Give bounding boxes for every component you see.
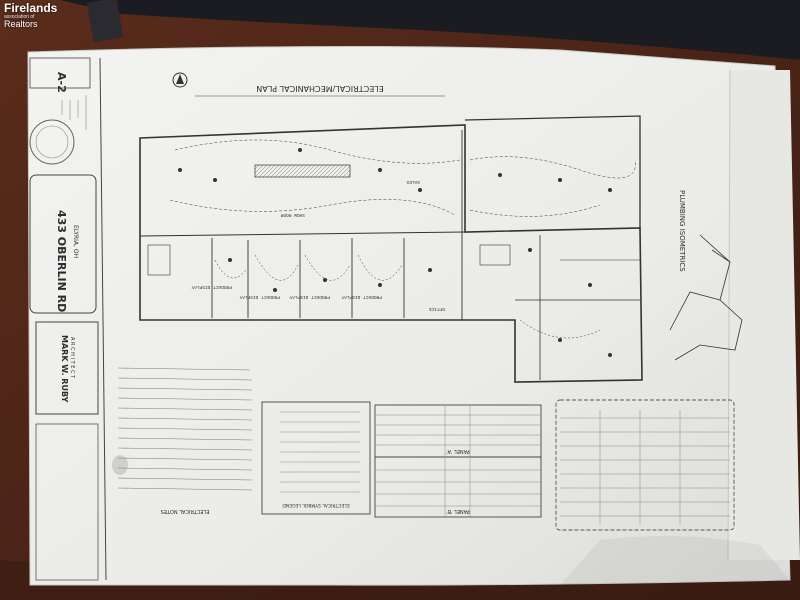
sheet-number: A-2 bbox=[55, 72, 68, 93]
panel-b-label: PANEL 'B' bbox=[446, 508, 470, 514]
room-label: SALES bbox=[406, 179, 420, 185]
north-arrow-icon bbox=[172, 72, 188, 88]
fixture-marks bbox=[178, 148, 612, 357]
legend-title: ELECTRICAL SYMBOL LEGEND bbox=[282, 502, 350, 508]
room-label: PRODUCT DISPLAY bbox=[239, 294, 280, 300]
architect-word: A R C H I T E C T bbox=[69, 337, 75, 379]
plumbing-isometric bbox=[669, 234, 743, 361]
plan-title: ELECTRICAL/MECHANICAL PLAN bbox=[256, 84, 384, 93]
watermark-subtitle: association of bbox=[4, 13, 35, 20]
architect-seal-icon bbox=[29, 119, 75, 165]
firelands-watermark: Firelands association of Realtors bbox=[4, 2, 57, 29]
room-labels: PRODUCT DISPLAY PRODUCT DISPLAY PRODUCT … bbox=[191, 179, 445, 312]
floor-plan bbox=[139, 115, 643, 383]
room-label: PRODUCT DISPLAY bbox=[191, 284, 232, 290]
symbol-legend bbox=[261, 401, 371, 515]
panel-b-schedule bbox=[374, 456, 542, 518]
room-label: PRODUCT DISPLAY bbox=[289, 294, 330, 300]
folded-page bbox=[728, 70, 800, 560]
architect-name: MARK W. RUBY bbox=[60, 335, 69, 403]
room-label: SHOW ROOM bbox=[280, 212, 305, 218]
title-block bbox=[29, 57, 107, 581]
watermark-brand: Firelands bbox=[4, 1, 58, 15]
room-label: PRODUCT DISPLAY bbox=[341, 294, 382, 300]
room-label: OFFICE bbox=[428, 306, 445, 312]
project-address: 433 OBERLIN RD bbox=[55, 210, 68, 312]
notes-title: ELECTRICAL NOTES bbox=[161, 508, 210, 514]
blueprint-sheet bbox=[27, 45, 791, 586]
dark-cloth bbox=[60, 0, 800, 60]
plumbing-title: PLUMBING ISOMETRICS bbox=[678, 190, 686, 272]
electrical-notes bbox=[117, 367, 253, 491]
panel-a-label: PANEL 'A' bbox=[446, 448, 470, 454]
watermark-realtors: Realtors bbox=[4, 18, 38, 29]
project-city: ELYRIA, OH bbox=[72, 225, 79, 258]
fixture-schedule bbox=[555, 399, 735, 531]
